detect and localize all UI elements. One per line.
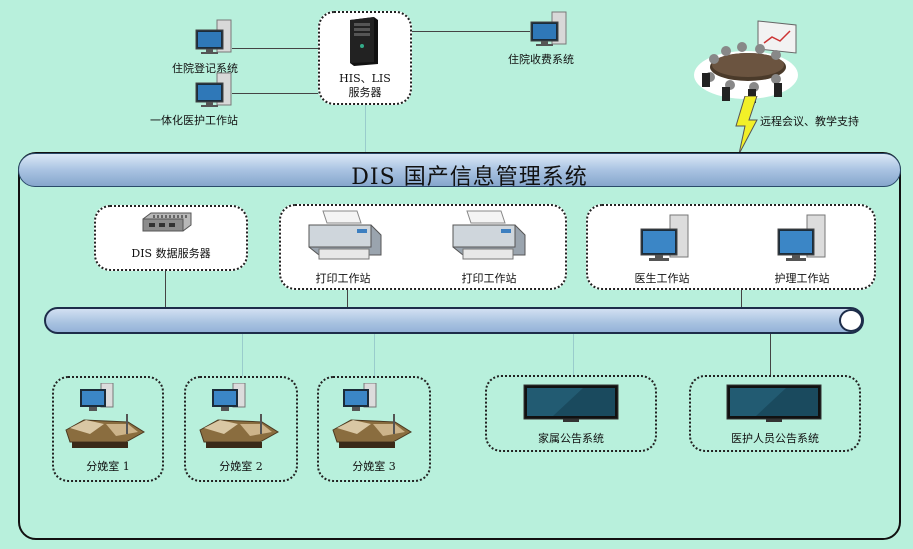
delivery-bed-icon: [199, 414, 279, 448]
billing-label: 住院收费系统: [508, 53, 574, 66]
server-label-line2: 服务器: [348, 86, 382, 99]
link-integrated-server: [232, 93, 318, 94]
print-station-label: 打印工作站: [461, 272, 517, 285]
billing-computer-icon: [530, 11, 567, 46]
print-station-label: 打印工作站: [315, 272, 371, 285]
printer-icon: [452, 210, 526, 260]
room-computer-icon: [80, 383, 114, 411]
delivery-room-label: 分娩室 1: [86, 460, 130, 473]
room-computer-icon: [212, 383, 246, 411]
dis-server-label: DIS 数据服务器: [131, 247, 211, 260]
delivery-bed-icon: [65, 414, 145, 448]
link-bus-room3: [374, 334, 375, 376]
tv-display-icon: [523, 384, 619, 422]
nurse-station-label: 护理工作站: [774, 272, 830, 285]
delivery-room-box[interactable]: [184, 376, 298, 482]
network-switch-icon: [142, 212, 192, 232]
printer-icon: [308, 210, 382, 260]
panel-title: DIS 国产信息管理系统: [351, 165, 588, 190]
nurse-computer-icon: [777, 214, 826, 261]
delivery-room-box[interactable]: [317, 376, 431, 482]
link-stations-bus: [741, 288, 742, 308]
room-computer-icon: [343, 383, 377, 411]
family-board-label: 家属公告系统: [538, 432, 604, 445]
link-server-panel: [365, 104, 366, 153]
panel-titlebar: [18, 153, 901, 187]
server-label-line1: HIS、LIS: [339, 72, 391, 85]
staff-board-label: 医护人员公告系统: [731, 432, 819, 445]
link-bus-room1: [242, 334, 243, 376]
delivery-room-box[interactable]: [52, 376, 164, 482]
link-dis-server-bus: [165, 270, 166, 308]
delivery-bed-icon: [332, 414, 412, 448]
clinical-stations-box[interactable]: [586, 204, 876, 290]
family-board-box[interactable]: [485, 375, 657, 452]
doctor-computer-icon: [640, 214, 689, 261]
delivery-room-label: 分娩室 2: [219, 460, 263, 473]
link-registration-server: [232, 48, 318, 49]
bus-end-cap: [839, 309, 863, 332]
registration-computer-icon: [195, 19, 232, 54]
tv-display-icon: [726, 384, 822, 422]
link-print-bus: [347, 288, 348, 308]
integrated-computer-icon: [195, 72, 232, 107]
lightning-icon: [735, 96, 758, 155]
integrated-label: 一体化医护工作站: [150, 114, 238, 127]
staff-board-box[interactable]: [689, 375, 861, 452]
network-bus: [44, 307, 864, 334]
doctor-station-label: 医生工作站: [634, 272, 690, 285]
server-tower-icon: [350, 17, 378, 66]
registration-label: 住院登记系统: [172, 62, 238, 75]
link-bus-staff: [770, 334, 771, 376]
link-server-billing: [412, 31, 530, 32]
meeting-label: 远程会议、教学支持: [760, 115, 859, 128]
link-bus-family: [573, 334, 574, 376]
delivery-room-label: 分娩室 3: [352, 460, 396, 473]
meeting-room-icon: [694, 20, 798, 103]
